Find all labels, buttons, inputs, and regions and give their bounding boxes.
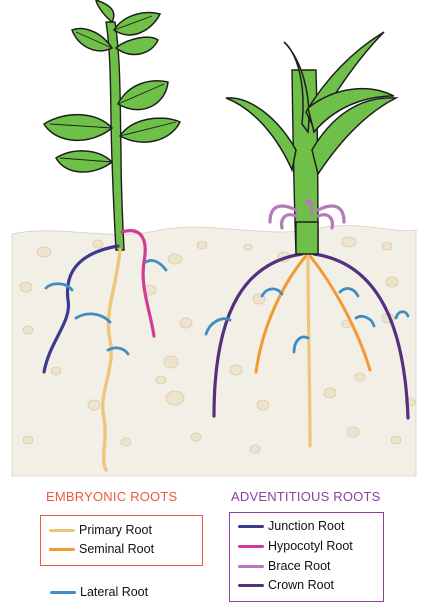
embryonic-legend-box: Primary Root Seminal Root	[40, 515, 203, 566]
dicot-leaf	[114, 13, 160, 35]
hypocotyl-root-swatch	[238, 545, 264, 548]
lateral-root-swatch	[50, 591, 76, 594]
dicot-leaf	[96, 0, 114, 22]
legend-label: Junction Root	[268, 519, 344, 533]
legend-item-hypocotyl-root: Hypocotyl Root	[238, 537, 353, 555]
legend-item-seminal-root: Seminal Root	[49, 540, 154, 558]
primary-root-swatch	[49, 529, 75, 532]
legend-item-lateral-root: Lateral Root	[50, 583, 148, 601]
brace-root-swatch	[238, 565, 264, 568]
monocot-primary-root	[308, 256, 310, 446]
dicot-leaf	[116, 37, 158, 54]
dicot-leaf	[120, 118, 180, 142]
soil	[12, 225, 416, 476]
adventitious-legend-box: Junction Root Hypocotyl Root Brace Root …	[229, 512, 384, 602]
adventitious-roots-heading: ADVENTITIOUS ROOTS	[231, 489, 381, 504]
monocot-brace-root	[282, 215, 296, 228]
legend-label: Lateral Root	[80, 585, 148, 599]
legend-item-crown-root: Crown Root	[238, 576, 334, 594]
legend-item-primary-root: Primary Root	[49, 521, 152, 539]
legend-item-junction-root: Junction Root	[238, 517, 344, 535]
embryonic-roots-heading: EMBRYONIC ROOTS	[46, 489, 177, 504]
legend-label: Hypocotyl Root	[268, 539, 353, 553]
legend-label: Crown Root	[268, 578, 334, 592]
root-diagram	[0, 0, 424, 480]
crown-root-swatch	[238, 584, 264, 587]
legend-label: Primary Root	[79, 523, 152, 537]
seminal-root-swatch	[49, 548, 75, 551]
dicot-leaf	[72, 29, 112, 51]
monocot-stem-base	[296, 222, 318, 254]
junction-root-swatch	[238, 525, 264, 528]
legend-item-brace-root: Brace Root	[238, 557, 331, 575]
monocot-leaf	[226, 98, 296, 170]
legend-label: Brace Root	[268, 559, 331, 573]
legend-label: Seminal Root	[79, 542, 154, 556]
